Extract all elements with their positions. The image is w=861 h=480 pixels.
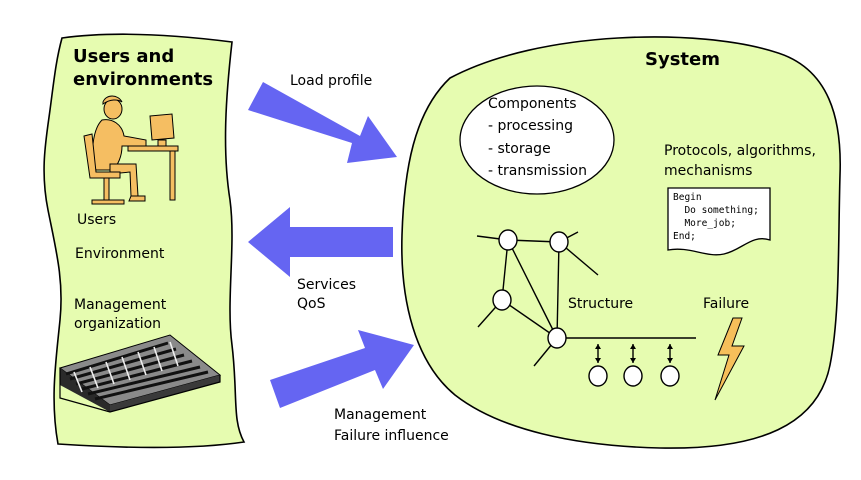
users-panel-title-line1: Users and — [73, 46, 175, 67]
network-node — [547, 327, 567, 349]
environment-label: Environment — [75, 246, 165, 262]
network-node — [623, 365, 643, 387]
load-profile-label: Load profile — [290, 73, 373, 89]
users-label: Users — [77, 212, 117, 228]
users-panel-title-line2: environments — [73, 69, 214, 90]
system-title: System — [645, 49, 720, 70]
network-node — [498, 229, 518, 251]
network-node — [588, 365, 608, 387]
components-title: Components — [488, 96, 577, 112]
structure-label: Structure — [568, 296, 634, 312]
network-node — [549, 231, 569, 253]
failure-influence-label: Failure influence — [334, 428, 449, 444]
components-ellipse — [459, 85, 615, 195]
code-line: End; — [673, 231, 696, 242]
management-organization-line2: organization — [74, 316, 162, 332]
system-panel — [401, 36, 841, 449]
management-arrow-label: Management — [334, 407, 427, 423]
network-link — [501, 299, 558, 339]
protocols-label-line2: mechanisms — [664, 163, 753, 179]
services-arrow — [248, 207, 393, 277]
link-arrowheads — [595, 344, 673, 363]
lightning-icon — [714, 317, 745, 401]
components-item: - processing — [488, 118, 573, 134]
protocols-label-line1: Protocols, algorithms, — [664, 143, 816, 159]
code-line: More_job; — [673, 218, 736, 229]
code-line: Begin — [673, 192, 702, 203]
components-item: - storage — [488, 141, 551, 157]
user-at-computer-icon — [83, 95, 179, 205]
services-label: Services — [297, 277, 357, 293]
code-listing-box — [667, 187, 771, 256]
network-link — [556, 241, 560, 339]
load-profile-arrow — [248, 82, 397, 163]
components-item: - transmission — [488, 163, 587, 179]
qos-label: QoS — [297, 296, 326, 312]
network-link — [507, 239, 558, 339]
management-organization-line1: Management — [74, 297, 167, 313]
network-node — [492, 289, 512, 311]
network-nodes — [492, 229, 680, 387]
management-arrow — [270, 330, 414, 408]
failure-label: Failure — [703, 296, 750, 312]
network-node — [660, 365, 680, 387]
office-building-icon — [58, 334, 222, 413]
code-line: Do something; — [673, 205, 759, 216]
